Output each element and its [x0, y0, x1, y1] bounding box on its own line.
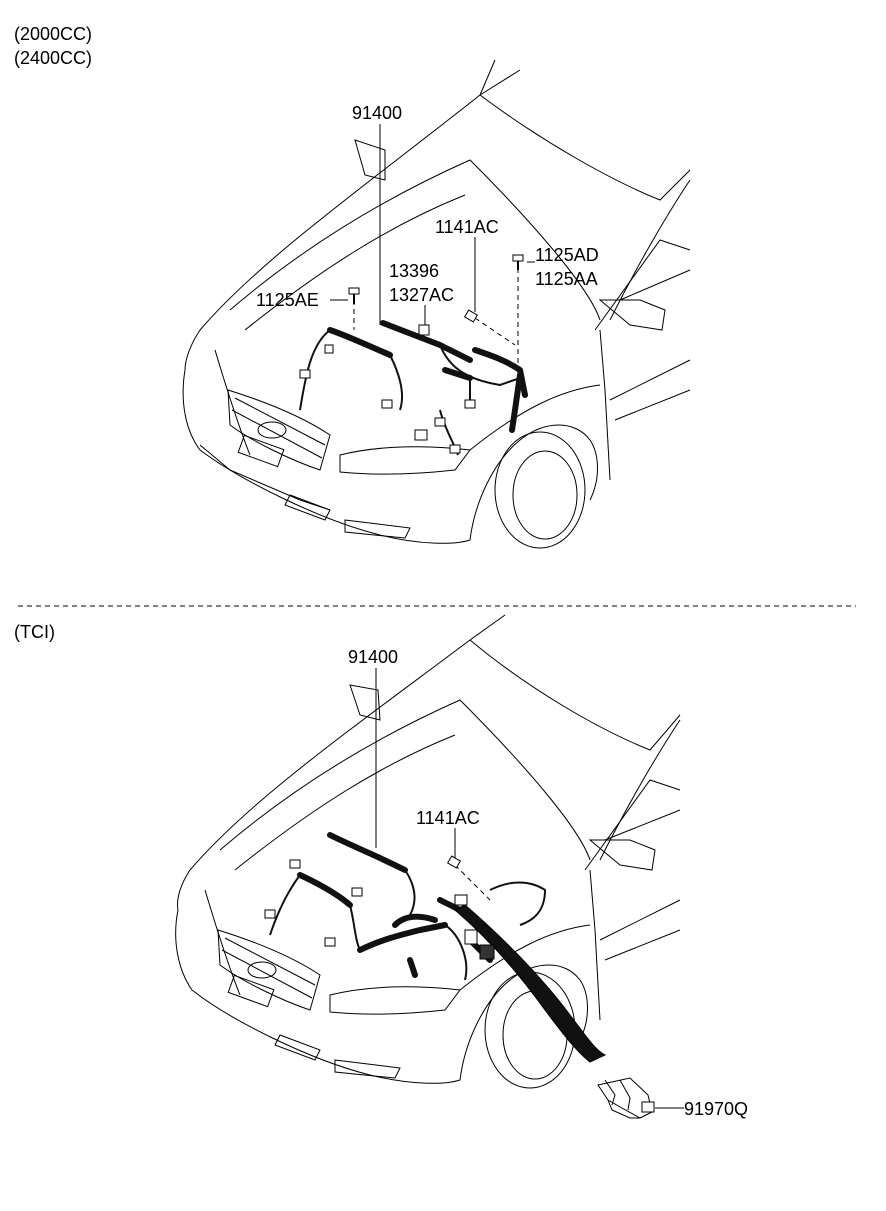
protector-part [597, 1077, 655, 1119]
callout-91400-bottom: 91400 [348, 647, 399, 667]
callout-13396: 13396 [389, 261, 440, 281]
callout-1125aa: 1125AA [535, 269, 598, 289]
wiring-harness-top [299, 320, 528, 456]
car-outline-bottom [175, 614, 681, 1089]
bolt-axis-upper [474, 317, 516, 346]
callout-91400-top: 91400 [352, 103, 403, 123]
bolt-icon [512, 254, 524, 270]
callout-1125ae: 1125AE [256, 290, 319, 310]
engine-label-tci: (TCI) [14, 622, 55, 642]
callout-1141ac-bottom: 1141AC [416, 808, 480, 828]
bolt-icon [348, 287, 360, 304]
engine-label-2000cc: (2000CC) [14, 24, 93, 44]
bolt-icon [446, 855, 462, 869]
clip-icon [418, 324, 430, 336]
engine-label-2400cc: (2400CC) [14, 48, 93, 68]
callout-1125ad: 1125AD [535, 245, 599, 265]
callout-91970q: 91970Q [684, 1099, 749, 1119]
bolt-icon [463, 309, 479, 323]
wiring-harness-bottom [264, 832, 607, 1063]
car-outline-top [182, 59, 691, 549]
callout-1141ac-top: 1141AC [435, 217, 499, 237]
callout-1327ac: 1327AC [389, 285, 455, 305]
